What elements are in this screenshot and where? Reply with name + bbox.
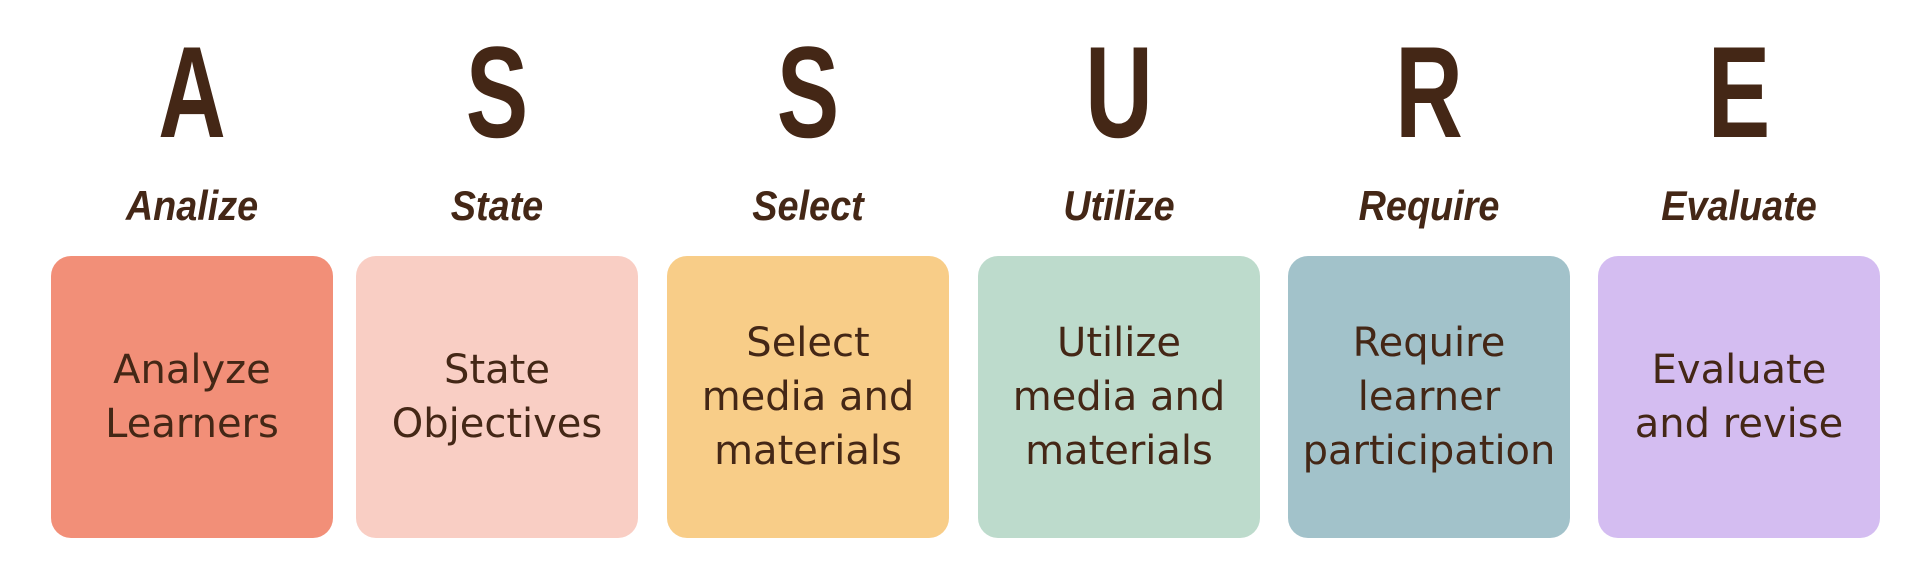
step-card: State Objectives (356, 256, 638, 538)
step-utilize: U Utilize Utilize media and materials (978, 0, 1260, 569)
step-evaluate: E Evaluate Evaluate and revise (1598, 0, 1880, 569)
step-letter: U (1085, 19, 1153, 165)
step-word: Evaluate (1661, 182, 1817, 229)
step-word: Utilize (1063, 182, 1175, 229)
step-description: Utilize media and materials (1012, 320, 1226, 474)
step-letter: A (158, 19, 226, 165)
step-card: Evaluate and revise (1598, 256, 1880, 538)
step-letter: S (465, 19, 529, 165)
step-card: Analyze Learners (51, 256, 333, 538)
step-word: Analize (125, 182, 259, 229)
step-description: Require learner participation (1302, 320, 1556, 474)
step-description: Analyze Learners (105, 347, 279, 447)
step-word: State (450, 182, 544, 229)
step-card: Select media and materials (667, 256, 949, 538)
step-select: S Select Select media and materials (667, 0, 949, 569)
step-card: Require learner participation (1288, 256, 1570, 538)
step-state: S State State Objectives (356, 0, 638, 569)
step-require: R Require Require learner participation (1288, 0, 1570, 569)
step-analyze: A Analize Analyze Learners (51, 0, 333, 569)
step-word: Select (752, 182, 864, 229)
step-letter: S (776, 19, 840, 165)
step-word: Require (1358, 182, 1500, 229)
step-description: Select media and materials (701, 320, 915, 474)
step-letter: E (1707, 19, 1771, 165)
step-description: Evaluate and revise (1634, 347, 1844, 447)
step-card: Utilize media and materials (978, 256, 1260, 538)
step-letter: R (1395, 19, 1463, 165)
step-description: State Objectives (391, 347, 603, 447)
